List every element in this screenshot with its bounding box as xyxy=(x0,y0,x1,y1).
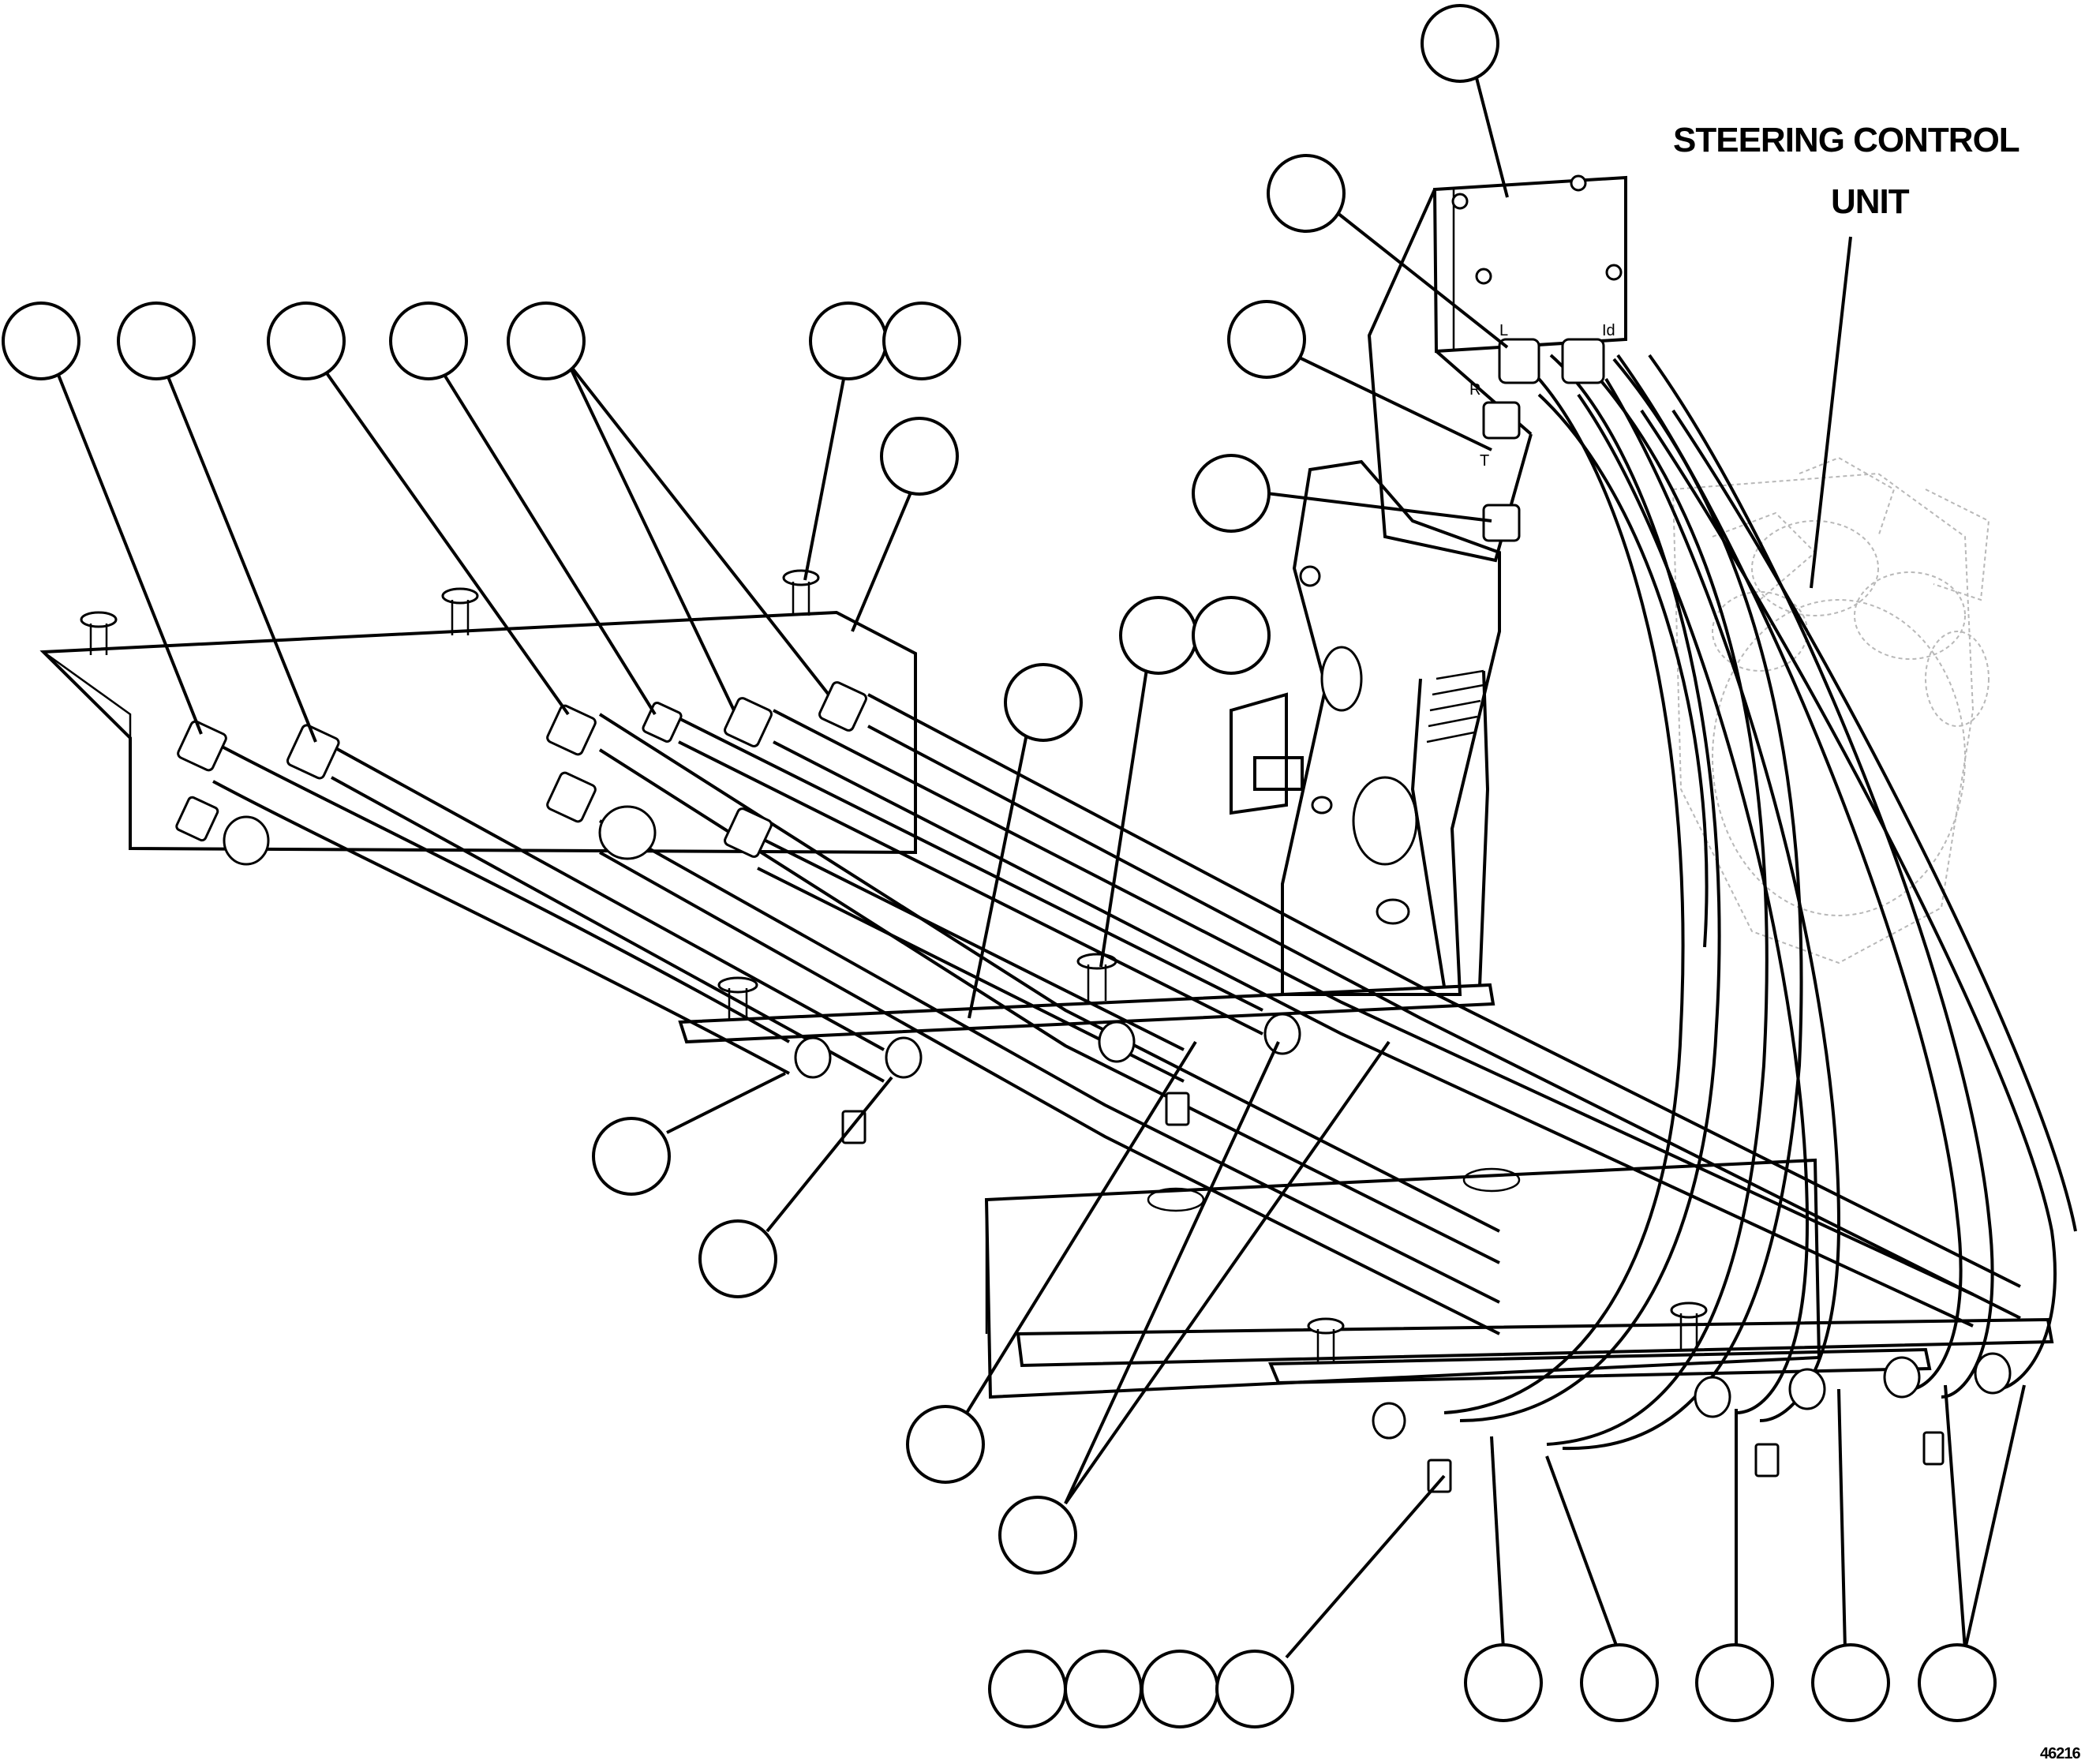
callout-balloon xyxy=(882,301,961,380)
curved-hoses xyxy=(1443,338,2077,1451)
callout-balloon xyxy=(1227,300,1306,379)
callout-balloon xyxy=(1215,1650,1294,1728)
callout-balloon xyxy=(1004,663,1083,742)
svg-text:L: L xyxy=(1499,322,1508,339)
callout-balloon xyxy=(592,1117,671,1196)
hose-fittings xyxy=(175,681,867,866)
callout-balloon xyxy=(2,301,80,380)
callout-balloon xyxy=(809,301,888,380)
svg-text:T: T xyxy=(1480,452,1489,470)
callout-balloon xyxy=(1064,1650,1143,1728)
callout-balloon xyxy=(1192,596,1271,675)
callout-balloon xyxy=(998,1496,1077,1575)
callout-balloon xyxy=(117,301,196,380)
hose-clamp-plate-lower xyxy=(1268,1301,1932,1385)
steering-control-unit-label-line1: STEERING CONTROL xyxy=(1673,121,2019,159)
callout-balloon xyxy=(1918,1643,1997,1722)
callout-balloon xyxy=(1267,154,1346,233)
callout-balloon xyxy=(880,417,959,496)
callout-balloon xyxy=(1192,454,1271,533)
callout-balloon xyxy=(988,1650,1067,1728)
callout-balloon xyxy=(507,301,586,380)
callout-balloon xyxy=(1119,596,1198,675)
item-balloons xyxy=(2,4,1997,1728)
callout-balloon xyxy=(1580,1643,1659,1722)
leader-lines xyxy=(55,74,2026,1659)
callout-balloon xyxy=(1140,1650,1219,1728)
lower-hose-ends xyxy=(794,1013,2012,1493)
left-mounting-plate xyxy=(39,569,917,855)
callout-balloon xyxy=(1811,1643,1890,1722)
callout-balloon xyxy=(906,1405,985,1484)
pedal-bracket xyxy=(1230,459,1501,996)
plate-studs xyxy=(80,569,820,655)
figure-number: 46216 xyxy=(2040,1745,2080,1762)
callout-balloon xyxy=(1464,1643,1543,1722)
callout-balloon xyxy=(389,301,468,380)
steering-control-unit-label-line2: UNIT xyxy=(1831,182,1910,221)
svg-text:Id: Id xyxy=(1602,322,1615,339)
callout-balloon xyxy=(1695,1643,1774,1722)
callout-balloon xyxy=(698,1219,777,1298)
svg-text:R: R xyxy=(1469,381,1480,399)
callout-balloon xyxy=(1421,4,1499,83)
callout-balloon xyxy=(267,301,346,380)
straight-hoses xyxy=(212,693,2021,1335)
return-spring xyxy=(1410,669,1490,987)
